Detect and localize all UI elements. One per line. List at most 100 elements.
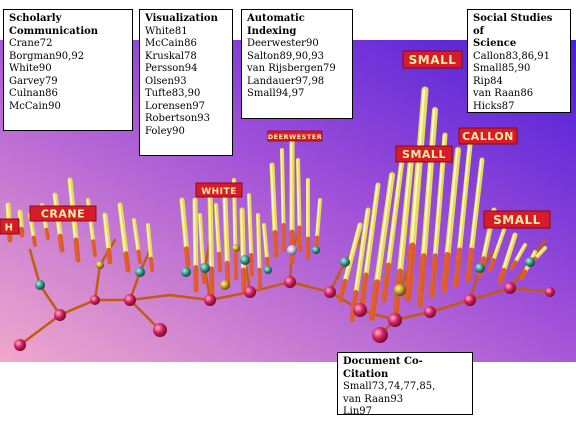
citation-node [545, 287, 555, 297]
citation-node [124, 294, 136, 306]
citation-node [525, 257, 535, 267]
banner-callon: CALLON [458, 127, 518, 145]
citation-bar [404, 86, 429, 302]
banner-small-right-label: SMALL [493, 213, 541, 227]
callout-entry: Callon83,86,91 [473, 50, 551, 62]
citation-bar [256, 213, 262, 290]
citation-nodes [14, 244, 555, 351]
citation-node [424, 306, 436, 318]
citation-node [388, 313, 402, 327]
banner-small-top-label: SMALL [409, 53, 457, 67]
citation-node [475, 263, 485, 273]
citation-node [220, 280, 230, 290]
citation-node [200, 263, 210, 273]
callout-entry: McCain90 [9, 100, 61, 112]
callout-entry: Salton89,90,93 [247, 50, 325, 62]
callout-social-studies-of-science: Social Studies of Science Callon83,86,91… [467, 9, 571, 113]
citation-node [90, 295, 100, 305]
callout-entry: Robertson93 [145, 113, 210, 124]
citation-bar [102, 212, 113, 265]
banner-small-top: SMALL [402, 50, 463, 69]
callout-entry: McCain86 [145, 38, 197, 49]
callout-entry: Landauer97,98 [247, 75, 325, 87]
citation-node [340, 257, 350, 267]
citation-node [284, 276, 296, 288]
banner-crane: CRANE [29, 205, 97, 222]
citation-node [96, 261, 104, 269]
citation-bar [17, 209, 25, 238]
citation-node [353, 303, 367, 317]
callout-entry: Deerwester90 [247, 38, 319, 49]
citation-bar [192, 197, 199, 293]
citation-node [153, 323, 167, 337]
citation-bar [207, 187, 215, 298]
citation-bar [465, 157, 485, 283]
callout-entry: Foley90 [145, 125, 185, 137]
citation-bar [510, 243, 527, 270]
citation-bar [117, 202, 131, 273]
citation-bar [488, 228, 506, 272]
citation-node [504, 282, 516, 294]
citation-node [244, 286, 256, 298]
callout-entry: Olsen93 [145, 75, 187, 87]
callout-automatic-indexing: Automatic Indexing Deerwester90 Salton89… [241, 9, 353, 119]
citation-node [135, 267, 145, 277]
callout-visualization: Visualization White81 McCain86 Kruskal78… [139, 9, 233, 156]
callout-entry: Rip84 [473, 75, 503, 87]
callout-scholarly-communication: Scholarly Communication Crane72 Borgman9… [3, 9, 133, 131]
callout-entry: Persson94 [145, 63, 198, 74]
callout-entry: Borgman90,92 [9, 50, 85, 62]
callout-entry: Kruskal78 [145, 50, 197, 62]
citation-node [312, 246, 320, 254]
citation-node [181, 267, 191, 277]
banner-small-mid-label: SMALL [402, 148, 446, 161]
citation-bar [132, 218, 142, 264]
callout-entry: van Raan93 [343, 393, 404, 405]
banner-crane-label: CRANE [41, 208, 85, 221]
callout-entry: Crane72 [9, 38, 53, 49]
callout-entry: van Raan86 [473, 88, 534, 99]
banner-deerwester-label: DEERWESTER [268, 133, 322, 141]
callout-entry: Hicks87 [473, 100, 515, 112]
callout-entry: White90 [9, 63, 52, 74]
citation-bar [381, 157, 405, 303]
callout-entry: White81 [145, 25, 188, 37]
citation-bar [359, 182, 381, 308]
citation-bar [417, 107, 438, 308]
callout-entry: van Rijsbergen79 [247, 63, 336, 74]
citation-node [264, 266, 272, 274]
citation-bar [269, 162, 279, 258]
citation-node [324, 286, 336, 298]
callout-title: Visualization [145, 13, 218, 24]
citation-bar [369, 172, 395, 321]
banner-small-right: SMALL [483, 210, 551, 229]
banner-white: WHITE [195, 182, 243, 198]
callout-entry: Small94,97 [247, 88, 305, 99]
citation-bar [280, 148, 286, 252]
callout-document-co-citation: Document Co-Citation Small73,74,77,85, v… [337, 352, 473, 417]
callout-entry: Tufte83,90 [145, 88, 201, 99]
callout-title: Scholarly Communication [9, 13, 99, 37]
branch-link [128, 298, 162, 332]
citation-node [14, 339, 26, 351]
citation-bar [296, 158, 302, 252]
citation-node [394, 284, 406, 296]
citation-bar [497, 232, 518, 285]
citation-bar [441, 147, 461, 293]
banner-left-cut: H [0, 218, 20, 235]
banner-white-label: WHITE [201, 187, 237, 197]
citation-bar [239, 207, 247, 293]
callout-title: Social Studies of Science [473, 13, 553, 49]
citation-bar [349, 207, 371, 323]
callout-entry: Small85,90 [473, 63, 531, 74]
banner-deerwester: DEERWESTER [267, 130, 323, 142]
citation-bar [289, 139, 295, 265]
callout-title: Document Co-Citation [343, 356, 423, 380]
citation-node [287, 245, 297, 255]
citation-bar [306, 178, 310, 260]
callout-entry: Garvey79 [9, 75, 58, 87]
banner-left-cut-label: H [5, 223, 14, 234]
callout-entry: Lorensen97 [145, 100, 206, 112]
citation-bar [247, 193, 254, 277]
citation-bar [146, 223, 154, 272]
